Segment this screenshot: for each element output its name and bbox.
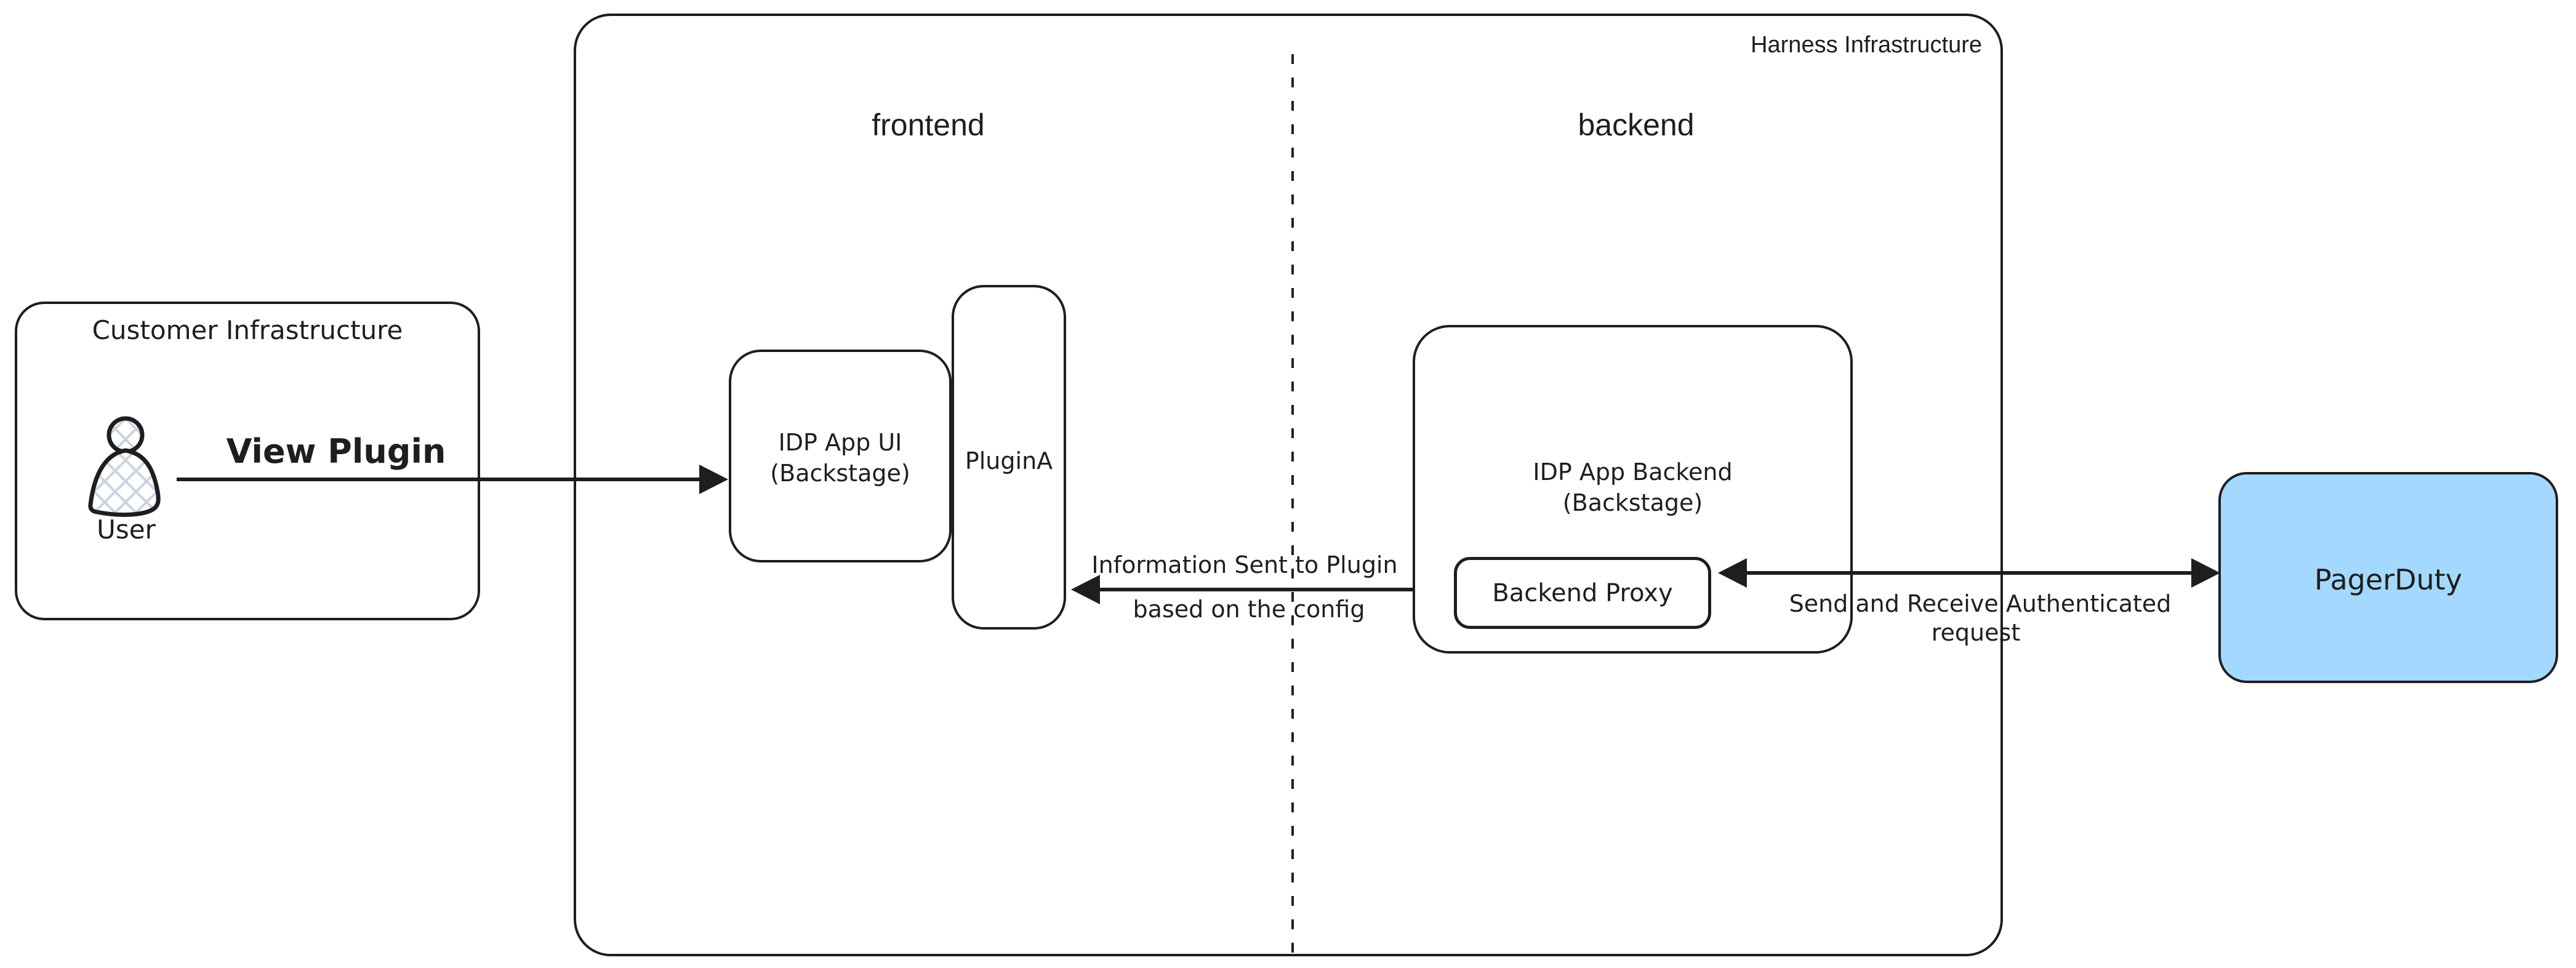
harness-infrastructure-label: Harness Infrastructure <box>1751 32 1982 58</box>
harness-infrastructure-box <box>574 14 2003 956</box>
user-label: User <box>97 514 156 545</box>
idp-app-backend-label-line1: IDP App Backend <box>1533 458 1733 486</box>
frontend-zone-label: frontend <box>872 108 985 142</box>
pagerduty-label: PagerDuty <box>2314 563 2463 596</box>
plugin-a-label: PluginA <box>965 447 1053 474</box>
send-receive-edge-label-line1: Send and Receive Authenticated <box>1789 590 2172 617</box>
customer-infrastructure-box <box>15 302 480 620</box>
idp-app-ui-box <box>729 350 952 562</box>
view-plugin-edge-label: View Plugin <box>226 432 446 471</box>
pagerduty-box <box>2218 472 2558 683</box>
idp-app-ui-label-line1: IDP App UI <box>778 429 902 456</box>
send-receive-edge-label-line2: request <box>1931 619 2021 646</box>
backend-zone-label: backend <box>1578 108 1695 142</box>
backend-proxy-label: Backend Proxy <box>1492 579 1673 607</box>
info-to-plugin-edge-label-line2: based on the config <box>1133 596 1365 623</box>
idp-app-ui-label-line2: (Backstage) <box>770 460 910 487</box>
info-to-plugin-edge-label-line1: Information Sent to Plugin <box>1091 551 1398 578</box>
customer-infrastructure-label: Customer Infrastructure <box>92 315 403 345</box>
backend-proxy-box <box>1454 557 1711 629</box>
idp-app-backend-label-line2: (Backstage) <box>1562 489 1703 517</box>
plugin-a-box <box>952 285 1066 630</box>
idp-app-ui-label: IDP App UI (Backstage) <box>729 427 952 489</box>
idp-app-backend-label: IDP App Backend (Backstage) <box>1413 457 1853 518</box>
